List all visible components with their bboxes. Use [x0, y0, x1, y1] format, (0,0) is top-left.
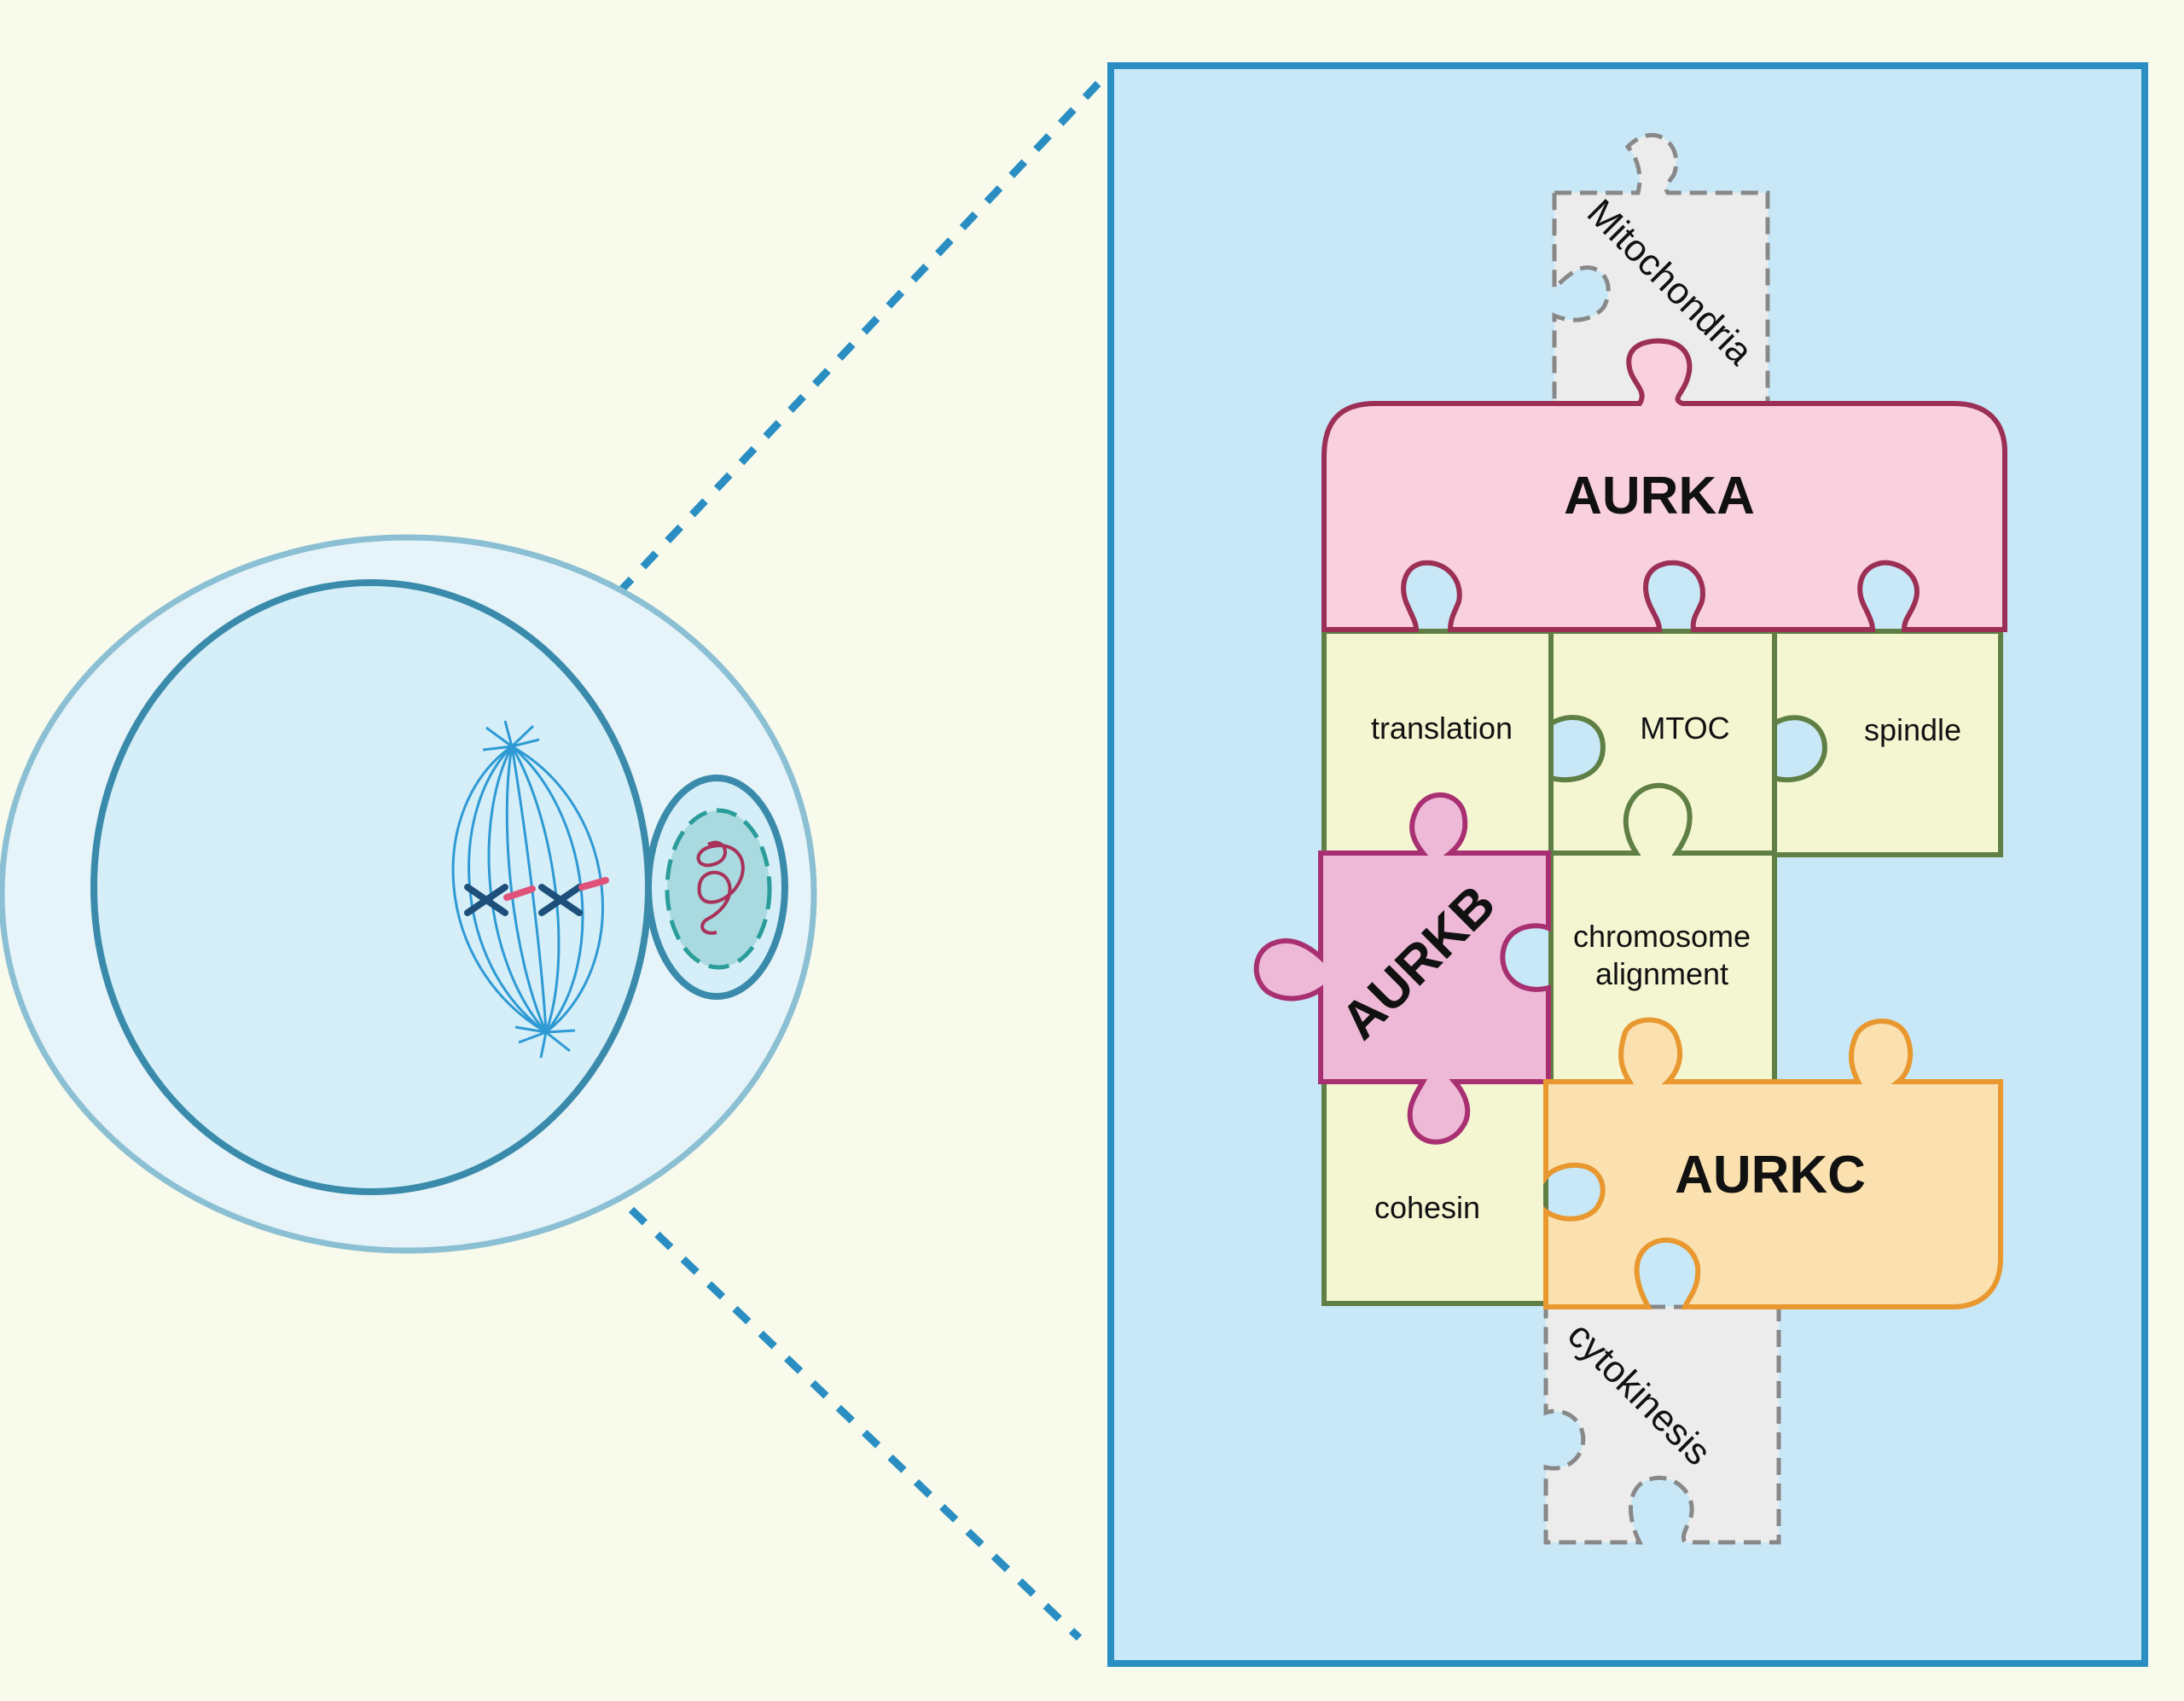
polar-body-icon — [645, 775, 788, 1000]
chromosome-label: chromosome — [1573, 919, 1751, 954]
aurkb-piece — [1253, 792, 1551, 1145]
alignment-label: alignment — [1595, 956, 1728, 991]
mtoc-label: MTOC — [1640, 711, 1729, 746]
aurka-piece — [1321, 338, 2007, 632]
cytokinesis-placeholder-piece — [1543, 1304, 1781, 1545]
spindle-piece — [1772, 629, 2003, 857]
aurka-label: AURKA — [1564, 467, 1755, 525]
mitochondria-placeholder-piece — [1552, 133, 1770, 409]
zoom-connector — [615, 78, 1104, 1641]
cohesin-label: cohesin — [1374, 1190, 1480, 1225]
translation-label: translation — [1371, 711, 1513, 746]
aurkc-piece — [1543, 1017, 2003, 1309]
chromosome-alignment-piece — [1548, 782, 1777, 1084]
chromosomes-icon — [464, 877, 609, 916]
aurkc-label: AURKC — [1675, 1146, 1866, 1205]
spindle-label: spindle — [1864, 712, 1961, 747]
mtoc-piece — [1548, 629, 1777, 856]
